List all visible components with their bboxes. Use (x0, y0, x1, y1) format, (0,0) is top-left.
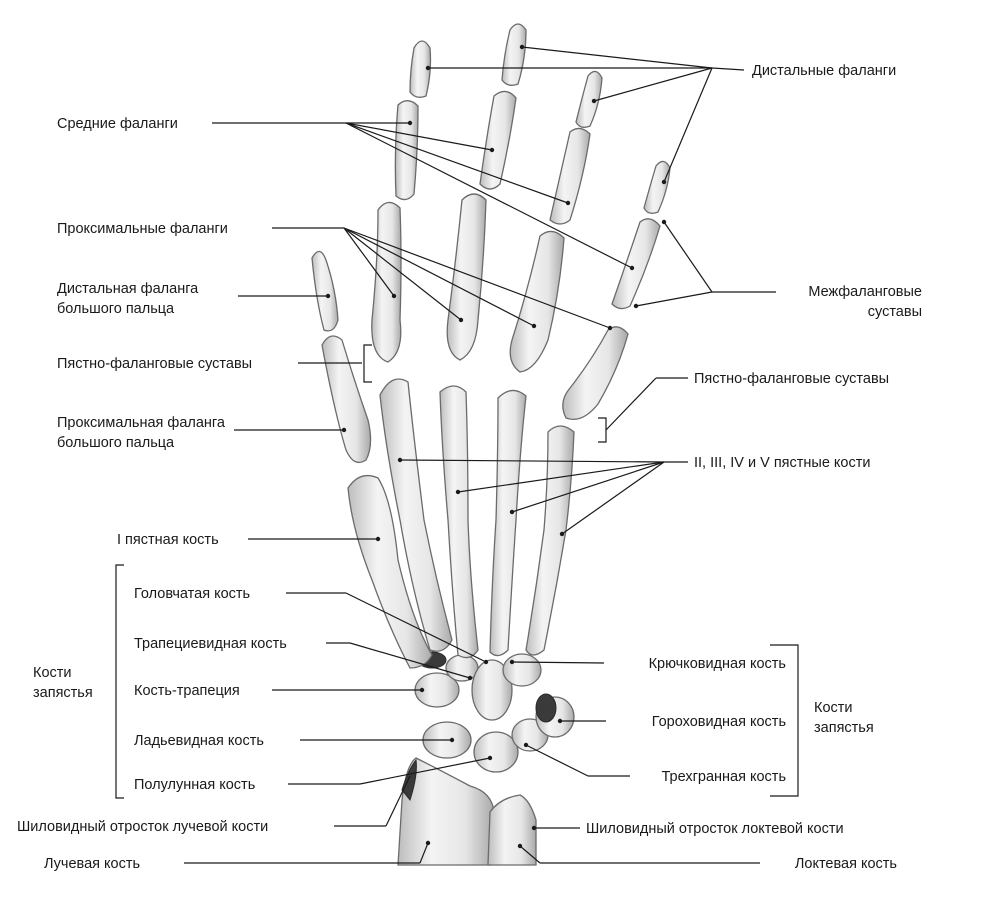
label-carpal-left-line1: Кости (33, 665, 72, 681)
label-radius: Лучевая кость (44, 856, 140, 872)
label-scaphoid: Ладьевидная кость (134, 733, 264, 749)
diagram-labels: Дистальные фаланги Средние фаланги Прокс… (17, 63, 922, 872)
thumb-distal-phalanx-bone (311, 250, 339, 332)
metacarpal-4-bone (489, 389, 527, 657)
label-thumb-proximal-line2: большого пальца (57, 435, 175, 451)
metacarpal-3-bone (439, 385, 479, 659)
metacarpal-1-bone (347, 474, 433, 669)
label-thumb-proximal-line1: Проксимальная фаланга (57, 415, 226, 431)
distal-phalanx-3-bone (501, 23, 527, 86)
label-interphalangeal-line1: Межфаланговые (808, 284, 922, 300)
hamate-bone (502, 653, 542, 687)
label-carpal-right-line1: Кости (814, 700, 853, 716)
pisiform-shadow (535, 693, 557, 723)
proximal-phalanx-4-bone (509, 230, 565, 373)
middle-phalanx-5-bone (611, 218, 661, 310)
label-proximal-phalanges: Проксимальные фаланги (57, 221, 228, 237)
label-ulna: Локтевая кость (795, 856, 897, 872)
label-carpal-left-line2: запястья (33, 685, 93, 701)
radial-styloid-shadow (401, 758, 417, 802)
label-triquetrum: Трехгранная кость (662, 769, 787, 785)
capitate-bone (471, 659, 513, 721)
label-carpal-right-line2: запястья (814, 720, 874, 736)
label-hamate: Крючковидная кость (649, 656, 786, 672)
label-radial-styloid: Шиловидный отросток лучевой кости (17, 819, 268, 835)
distal-phalanx-4-bone (575, 70, 603, 128)
label-pisiform: Гороховидная кость (652, 714, 786, 730)
middle-phalanx-4-bone (549, 127, 591, 225)
label-ulnar-styloid: Шиловидный отросток локтевой кости (586, 821, 844, 837)
label-middle-phalanges: Средние фаланги (57, 116, 178, 132)
label-trapezium: Кость-трапеция (134, 683, 240, 699)
distal-phalanx-2-bone (409, 40, 432, 98)
label-capitate: Головчатая кость (134, 586, 250, 602)
thumb-proximal-phalanx-bone (321, 335, 372, 464)
proximal-phalanx-5-bone (562, 326, 629, 421)
label-lunate: Полулунная кость (134, 777, 255, 793)
label-metacarpals-2-5: II, III, IV и V пястные кости (694, 455, 871, 471)
proximal-phalanx-3-bone (446, 193, 487, 361)
lunate-bone (473, 731, 519, 773)
metacarpal-2-bone (379, 378, 453, 652)
label-trapezoid: Трапециевидная кость (134, 636, 287, 652)
proximal-phalanx-2-bone (371, 201, 402, 363)
distal-phalanx-5-bone (643, 160, 671, 214)
label-thumb-distal-line2: большого пальца (57, 301, 175, 317)
middle-phalanx-3-bone (479, 90, 517, 190)
label-interphalangeal-line2: суставы (868, 304, 922, 320)
ulna-bone (487, 794, 537, 866)
label-mcp-joints-right: Пястно-фаланговые суставы (694, 371, 889, 387)
label-distal-phalanges: Дистальные фаланги (752, 63, 896, 79)
leader-lines (115, 44, 799, 864)
middle-phalanx-2-bone (394, 100, 419, 201)
label-metacarpal-1: I пястная кость (117, 532, 219, 548)
label-thumb-distal-line1: Дистальная фаланга (57, 281, 199, 297)
hand-bones-illustration (311, 23, 671, 866)
metacarpal-5-bone (525, 425, 575, 656)
label-mcp-joints-left: Пястно-фаланговые суставы (57, 356, 252, 372)
